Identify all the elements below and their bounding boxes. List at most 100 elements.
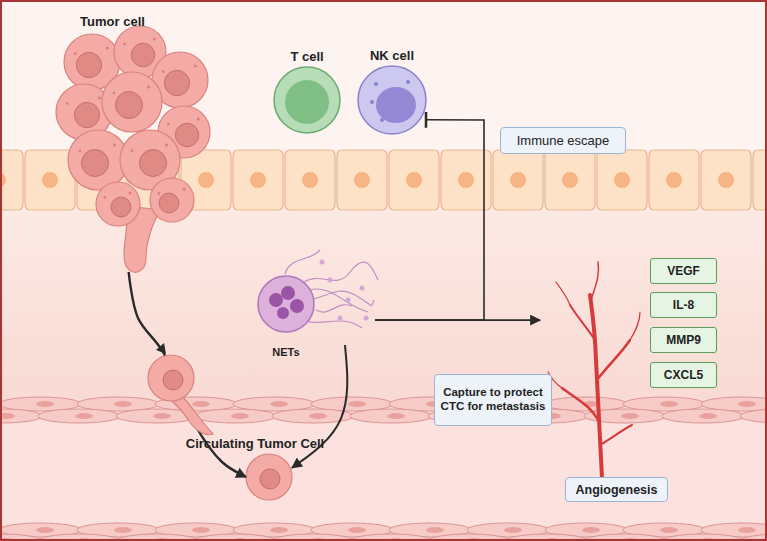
- tumor-granule: [197, 117, 200, 120]
- epithelial-cell: [285, 150, 335, 210]
- t-cell-nucleus: [285, 80, 329, 124]
- net-fiber: [285, 250, 320, 274]
- connector-arrow: [375, 319, 540, 321]
- epithelial-nucleus: [354, 172, 370, 188]
- net-granule: [360, 286, 365, 291]
- t-cell-body: [274, 67, 340, 133]
- nk-cell: NK cell: [358, 66, 426, 134]
- endothelial-nucleus: [75, 413, 93, 419]
- net-granule: [346, 298, 351, 303]
- endothelial-nucleus: [582, 527, 600, 533]
- epithelial-cell: [701, 150, 751, 210]
- cell-label: Circulating Tumor Cell: [186, 436, 324, 451]
- blood-vessel: [562, 388, 598, 420]
- net-granule: [338, 316, 343, 321]
- epithelial-nucleus: [510, 172, 526, 188]
- tumor-granule: [167, 123, 170, 126]
- vessel-lumen: [0, 400, 767, 541]
- tumor-cell-body: [96, 182, 140, 226]
- factor-box: MMP9: [650, 327, 717, 353]
- tumor-granule: [129, 191, 132, 194]
- tumor-granule: [74, 52, 77, 55]
- epithelial-nucleus: [562, 172, 578, 188]
- epithelial-cell: [233, 150, 283, 210]
- tumor-granule: [165, 143, 168, 146]
- tumor-cell: Tumor cell: [58, 32, 215, 272]
- tumor-granule: [106, 46, 109, 49]
- endothelial-nucleus: [738, 527, 756, 533]
- factor-label: CXCL5: [664, 368, 703, 382]
- endothelial-nucleus: [192, 527, 210, 533]
- tumor-granule: [103, 196, 106, 199]
- endothelial-nucleus: [387, 413, 405, 419]
- box-label: Immune escape: [517, 133, 610, 149]
- blood-vessel: [570, 305, 595, 340]
- process-box: Immune escape: [500, 127, 626, 154]
- box-label: Capture to protect CTC for metastasis: [439, 386, 547, 414]
- endothelial-nucleus: [621, 413, 639, 419]
- blood-vessel: [630, 312, 640, 340]
- epithelial-nucleus: [718, 172, 734, 188]
- endothelial-cell: [740, 409, 767, 423]
- tumor-nucleus: [116, 92, 143, 119]
- nk-granule: [370, 100, 374, 104]
- tumor-granule: [157, 192, 160, 195]
- tumor-granule: [79, 150, 82, 153]
- endothelial-nucleus: [660, 527, 678, 533]
- epithelial-nucleus: [614, 172, 630, 188]
- neutrophil-lobe: [277, 307, 289, 319]
- tumor-nucleus: [164, 70, 189, 95]
- endothelial-nucleus: [36, 401, 54, 407]
- tumor-granule: [66, 102, 69, 105]
- factor-label: IL-8: [673, 298, 694, 312]
- process-box: Capture to protect CTC for metastasis: [434, 374, 552, 426]
- endothelial-cell: [662, 409, 744, 423]
- tumor-granule: [98, 96, 101, 99]
- angiogenesis-vessel: Angiogenesis: [540, 290, 640, 505]
- cell-label: NETs: [272, 346, 299, 358]
- tumor-granule: [147, 85, 150, 88]
- endothelial-nucleus: [699, 413, 717, 419]
- factor-label: MMP9: [666, 333, 701, 347]
- circulating-tumor-cell: Circulating Tumor Cell: [246, 454, 292, 500]
- epithelial-nucleus: [458, 172, 474, 188]
- epithelial-cell: [337, 150, 387, 210]
- tumor-granule: [162, 70, 165, 73]
- endothelial-nucleus: [36, 527, 54, 533]
- epithelial-cell: [649, 150, 699, 210]
- endothelial-nucleus: [114, 527, 132, 533]
- nk-cell-nucleus: [376, 87, 416, 123]
- neutrophil-nets: NETs: [255, 262, 375, 345]
- blood-vessel: [597, 340, 630, 380]
- stroma-area: [0, 150, 767, 402]
- epithelial-cell: [545, 150, 595, 210]
- net-fiber: [316, 305, 352, 312]
- tumor-nucleus: [111, 197, 131, 217]
- net-fiber: [305, 291, 374, 306]
- endothelial-nucleus: [348, 401, 366, 407]
- endothelial-nucleus: [504, 527, 522, 533]
- blood-vessel: [590, 295, 602, 478]
- t-cell: T cell: [274, 67, 340, 133]
- intravasating-cell: [148, 355, 194, 401]
- endothelial-nucleus: [738, 401, 756, 407]
- endothelial-nucleus: [0, 413, 15, 419]
- tumor-granule: [194, 64, 197, 67]
- upper-space: [0, 0, 767, 152]
- tumor-granule: [113, 143, 116, 146]
- epithelial-nucleus: [42, 172, 58, 188]
- cell-label: T cell: [290, 49, 323, 64]
- factor-label: VEGF: [667, 264, 700, 278]
- blood-vessel: [591, 262, 599, 300]
- nk-granule: [406, 80, 410, 84]
- neutrophil-lobe: [269, 293, 283, 307]
- tumor-nucleus: [76, 52, 101, 77]
- ctc-body: [246, 454, 292, 500]
- neutrophil-body: [258, 276, 314, 332]
- endothelial-nucleus: [153, 413, 171, 419]
- tumor-cell-body: [150, 178, 194, 222]
- cell-label: Tumor cell: [80, 14, 145, 29]
- epithelial-nucleus: [302, 172, 318, 188]
